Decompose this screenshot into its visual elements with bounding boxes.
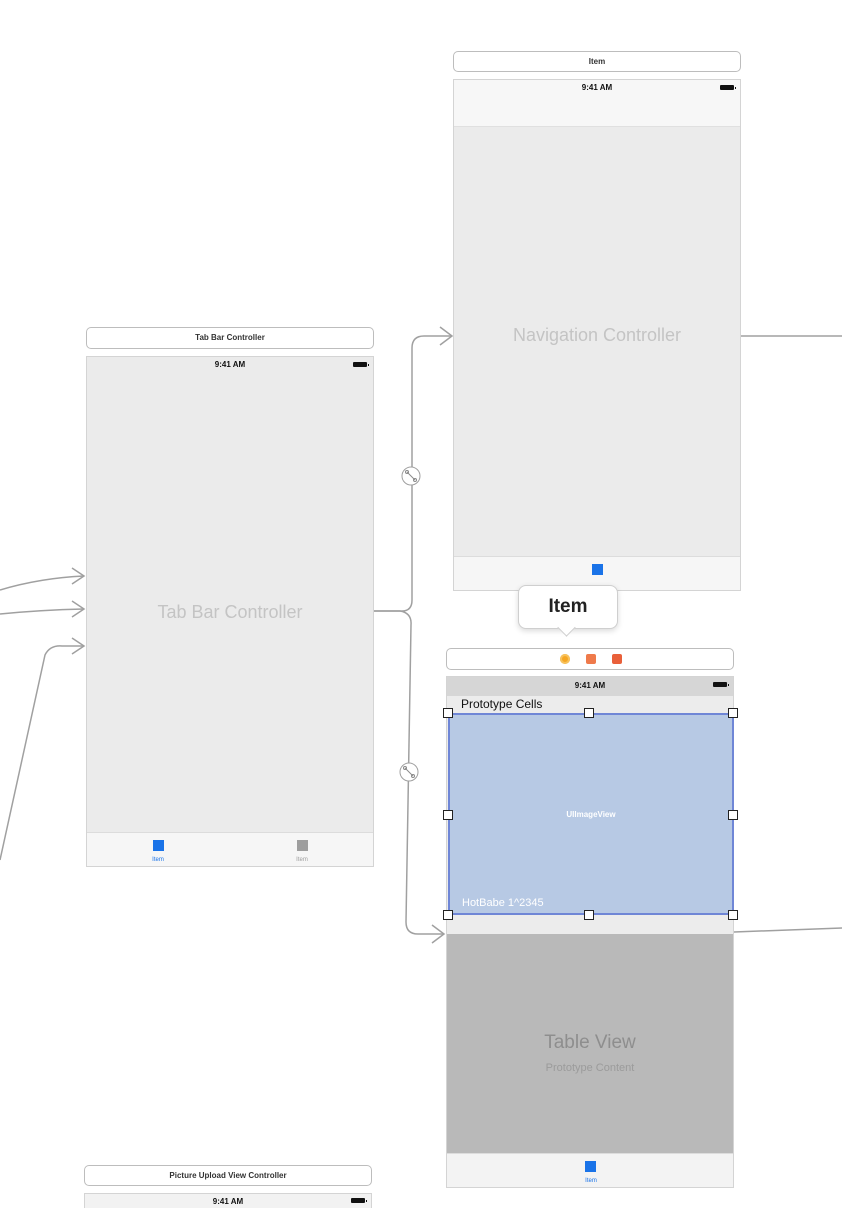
- picture-upload-title-bar[interactable]: Picture Upload View Controller: [84, 1165, 372, 1186]
- tab-item-label: Item: [296, 857, 308, 863]
- resize-handle-bottom-right[interactable]: [728, 910, 738, 920]
- scene-title: Picture Upload View Controller: [169, 1171, 287, 1180]
- navigation-controller-scene[interactable]: 9:41 AM Navigation Controller: [453, 79, 741, 591]
- segue-icon: [399, 466, 421, 782]
- incoming-segue-line: [0, 645, 84, 861]
- tab-item-icon[interactable]: [592, 564, 603, 575]
- scene-title: Item: [588, 57, 606, 66]
- status-bar: 9:41 AM: [447, 677, 733, 695]
- cell-title-label[interactable]: HotBabe 1^2345: [462, 897, 544, 909]
- resize-handle-top-left[interactable]: [443, 708, 453, 718]
- battery-icon: [720, 85, 736, 90]
- tab-bar: Item: [447, 1153, 733, 1187]
- tooltip-text: Item: [548, 596, 588, 617]
- prototype-content-label: Prototype Content: [545, 1062, 635, 1074]
- battery-icon: [353, 362, 369, 367]
- scene-title: Tab Bar Controller: [195, 333, 265, 342]
- tab-bar-controller-scene[interactable]: 9:41 AM Tab Bar Controller Item Item: [86, 356, 374, 867]
- tab-item-label: Item: [152, 857, 164, 863]
- scene-placeholder-label: Tab Bar Controller: [157, 602, 303, 622]
- status-bar: 9:41 AM: [454, 80, 740, 96]
- resize-handle-top-right[interactable]: [728, 708, 738, 718]
- tab-bar: [454, 556, 740, 590]
- incoming-segue-line: [0, 608, 85, 615]
- resize-handle-right[interactable]: [728, 810, 738, 820]
- table-scene-dock[interactable]: [446, 648, 734, 670]
- resize-handle-top[interactable]: [584, 708, 594, 718]
- incoming-segue-line: [0, 575, 85, 591]
- view-controller-icon[interactable]: [560, 654, 570, 664]
- status-bar-background: [447, 677, 733, 696]
- first-responder-icon[interactable]: [586, 654, 596, 664]
- image-view-label: UIImageView: [566, 810, 616, 819]
- tab-item-icon: [153, 840, 164, 851]
- navigation-bar: [454, 80, 740, 127]
- status-time: 9:41 AM: [214, 360, 246, 369]
- resize-handle-bottom-left[interactable]: [443, 910, 453, 920]
- exit-icon[interactable]: [612, 654, 622, 664]
- picture-upload-scene[interactable]: 9:41 AM: [84, 1193, 372, 1208]
- tab-bar-controller-title-bar[interactable]: Tab Bar Controller: [86, 327, 374, 349]
- status-time: 9:41 AM: [574, 681, 606, 690]
- navigation-controller-title-bar[interactable]: Item: [453, 51, 741, 72]
- status-time: 9:41 AM: [212, 1197, 244, 1206]
- status-time: 9:41 AM: [581, 83, 613, 92]
- table-view-controller-scene[interactable]: 9:41 AM Prototype Cells UIImageView HotB…: [443, 676, 738, 1188]
- tab-item-icon: [585, 1161, 596, 1172]
- tab-item-label: Item: [585, 1178, 597, 1184]
- status-bar: 9:41 AM: [87, 357, 373, 373]
- status-bar: 9:41 AM: [85, 1194, 371, 1209]
- battery-icon: [351, 1198, 367, 1203]
- table-view-label: Table View: [544, 1032, 636, 1053]
- tab-item-icon: [297, 840, 308, 851]
- scene-placeholder-label: Navigation Controller: [512, 325, 682, 345]
- battery-icon: [713, 682, 729, 687]
- tab-bar: Item Item: [87, 832, 373, 866]
- resize-handle-bottom[interactable]: [584, 910, 594, 920]
- prototype-cells-label: Prototype Cells: [461, 697, 543, 711]
- image-view-cell[interactable]: UIImageView HotBabe 1^2345: [448, 713, 734, 915]
- resize-handle-left[interactable]: [443, 810, 453, 820]
